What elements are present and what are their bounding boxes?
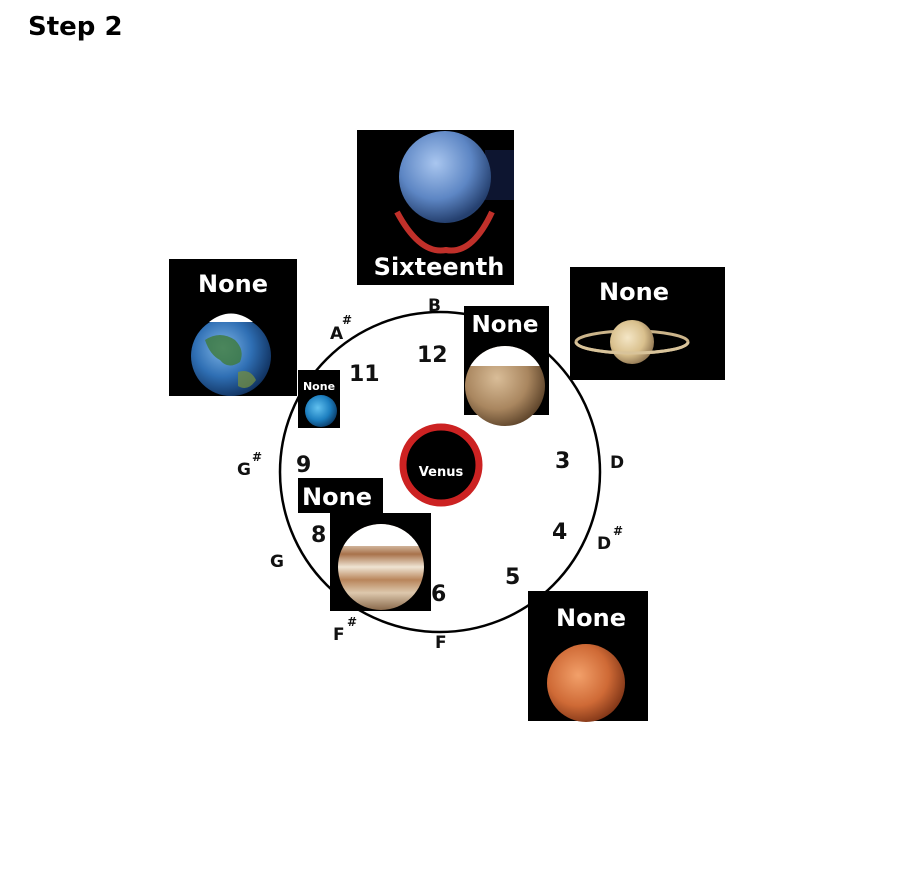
clock-circle [278, 310, 602, 634]
center-venus: Venus [399, 423, 483, 507]
planet-tile-jupiter: None [298, 478, 431, 611]
saturn-planet-icon [610, 320, 654, 364]
jupiter-label: None [302, 483, 372, 511]
note-b: B [428, 296, 441, 316]
clock-number-4: 4 [552, 520, 567, 545]
svg-text:#: # [613, 524, 623, 538]
planet-tile-neptune: Sixteenth [357, 130, 514, 285]
svg-text:D: D [597, 534, 611, 554]
clock-number-11: 11 [349, 362, 380, 387]
svg-text:#: # [252, 450, 262, 464]
planet-tile-mercury: None [464, 306, 549, 426]
svg-text:F: F [333, 625, 345, 645]
svg-text:A: A [330, 324, 344, 344]
neptune-planet-icon [399, 131, 491, 223]
earth-label: None [198, 270, 268, 298]
planet-tile-uranus: None [298, 370, 340, 428]
note-f-sharp: F # [333, 615, 357, 645]
planet-tile-earth: None [169, 259, 297, 396]
note-d: D [610, 453, 624, 473]
note-g: G [270, 552, 284, 572]
note-d-sharp: D # [597, 524, 623, 554]
mars-planet-icon [547, 644, 625, 722]
clock-number-3: 3 [555, 449, 570, 474]
svg-text:#: # [342, 313, 352, 327]
uranus-label: None [303, 380, 335, 393]
clock-number-5: 5 [505, 565, 520, 590]
note-g-sharp: G # [237, 450, 262, 480]
planet-tile-saturn: None [570, 267, 725, 380]
svg-text:#: # [347, 615, 357, 629]
clock-number-6: 6 [431, 582, 446, 607]
note-a-sharp: A # [330, 313, 352, 344]
planet-tile-mars: None [528, 591, 648, 722]
clock-number-12: 12 [417, 343, 448, 368]
saturn-label: None [599, 278, 669, 306]
svg-text:G: G [237, 460, 251, 480]
note-f: F [435, 633, 447, 653]
venus-label: Venus [419, 465, 464, 480]
mars-label: None [556, 604, 626, 632]
uranus-planet-icon [305, 395, 337, 427]
mercury-label: None [471, 312, 538, 338]
clock-number-8: 8 [311, 523, 326, 548]
clock-number-9: 9 [296, 453, 311, 478]
page-title: Step 2 [28, 12, 123, 42]
neptune-label: Sixteenth [374, 253, 505, 281]
